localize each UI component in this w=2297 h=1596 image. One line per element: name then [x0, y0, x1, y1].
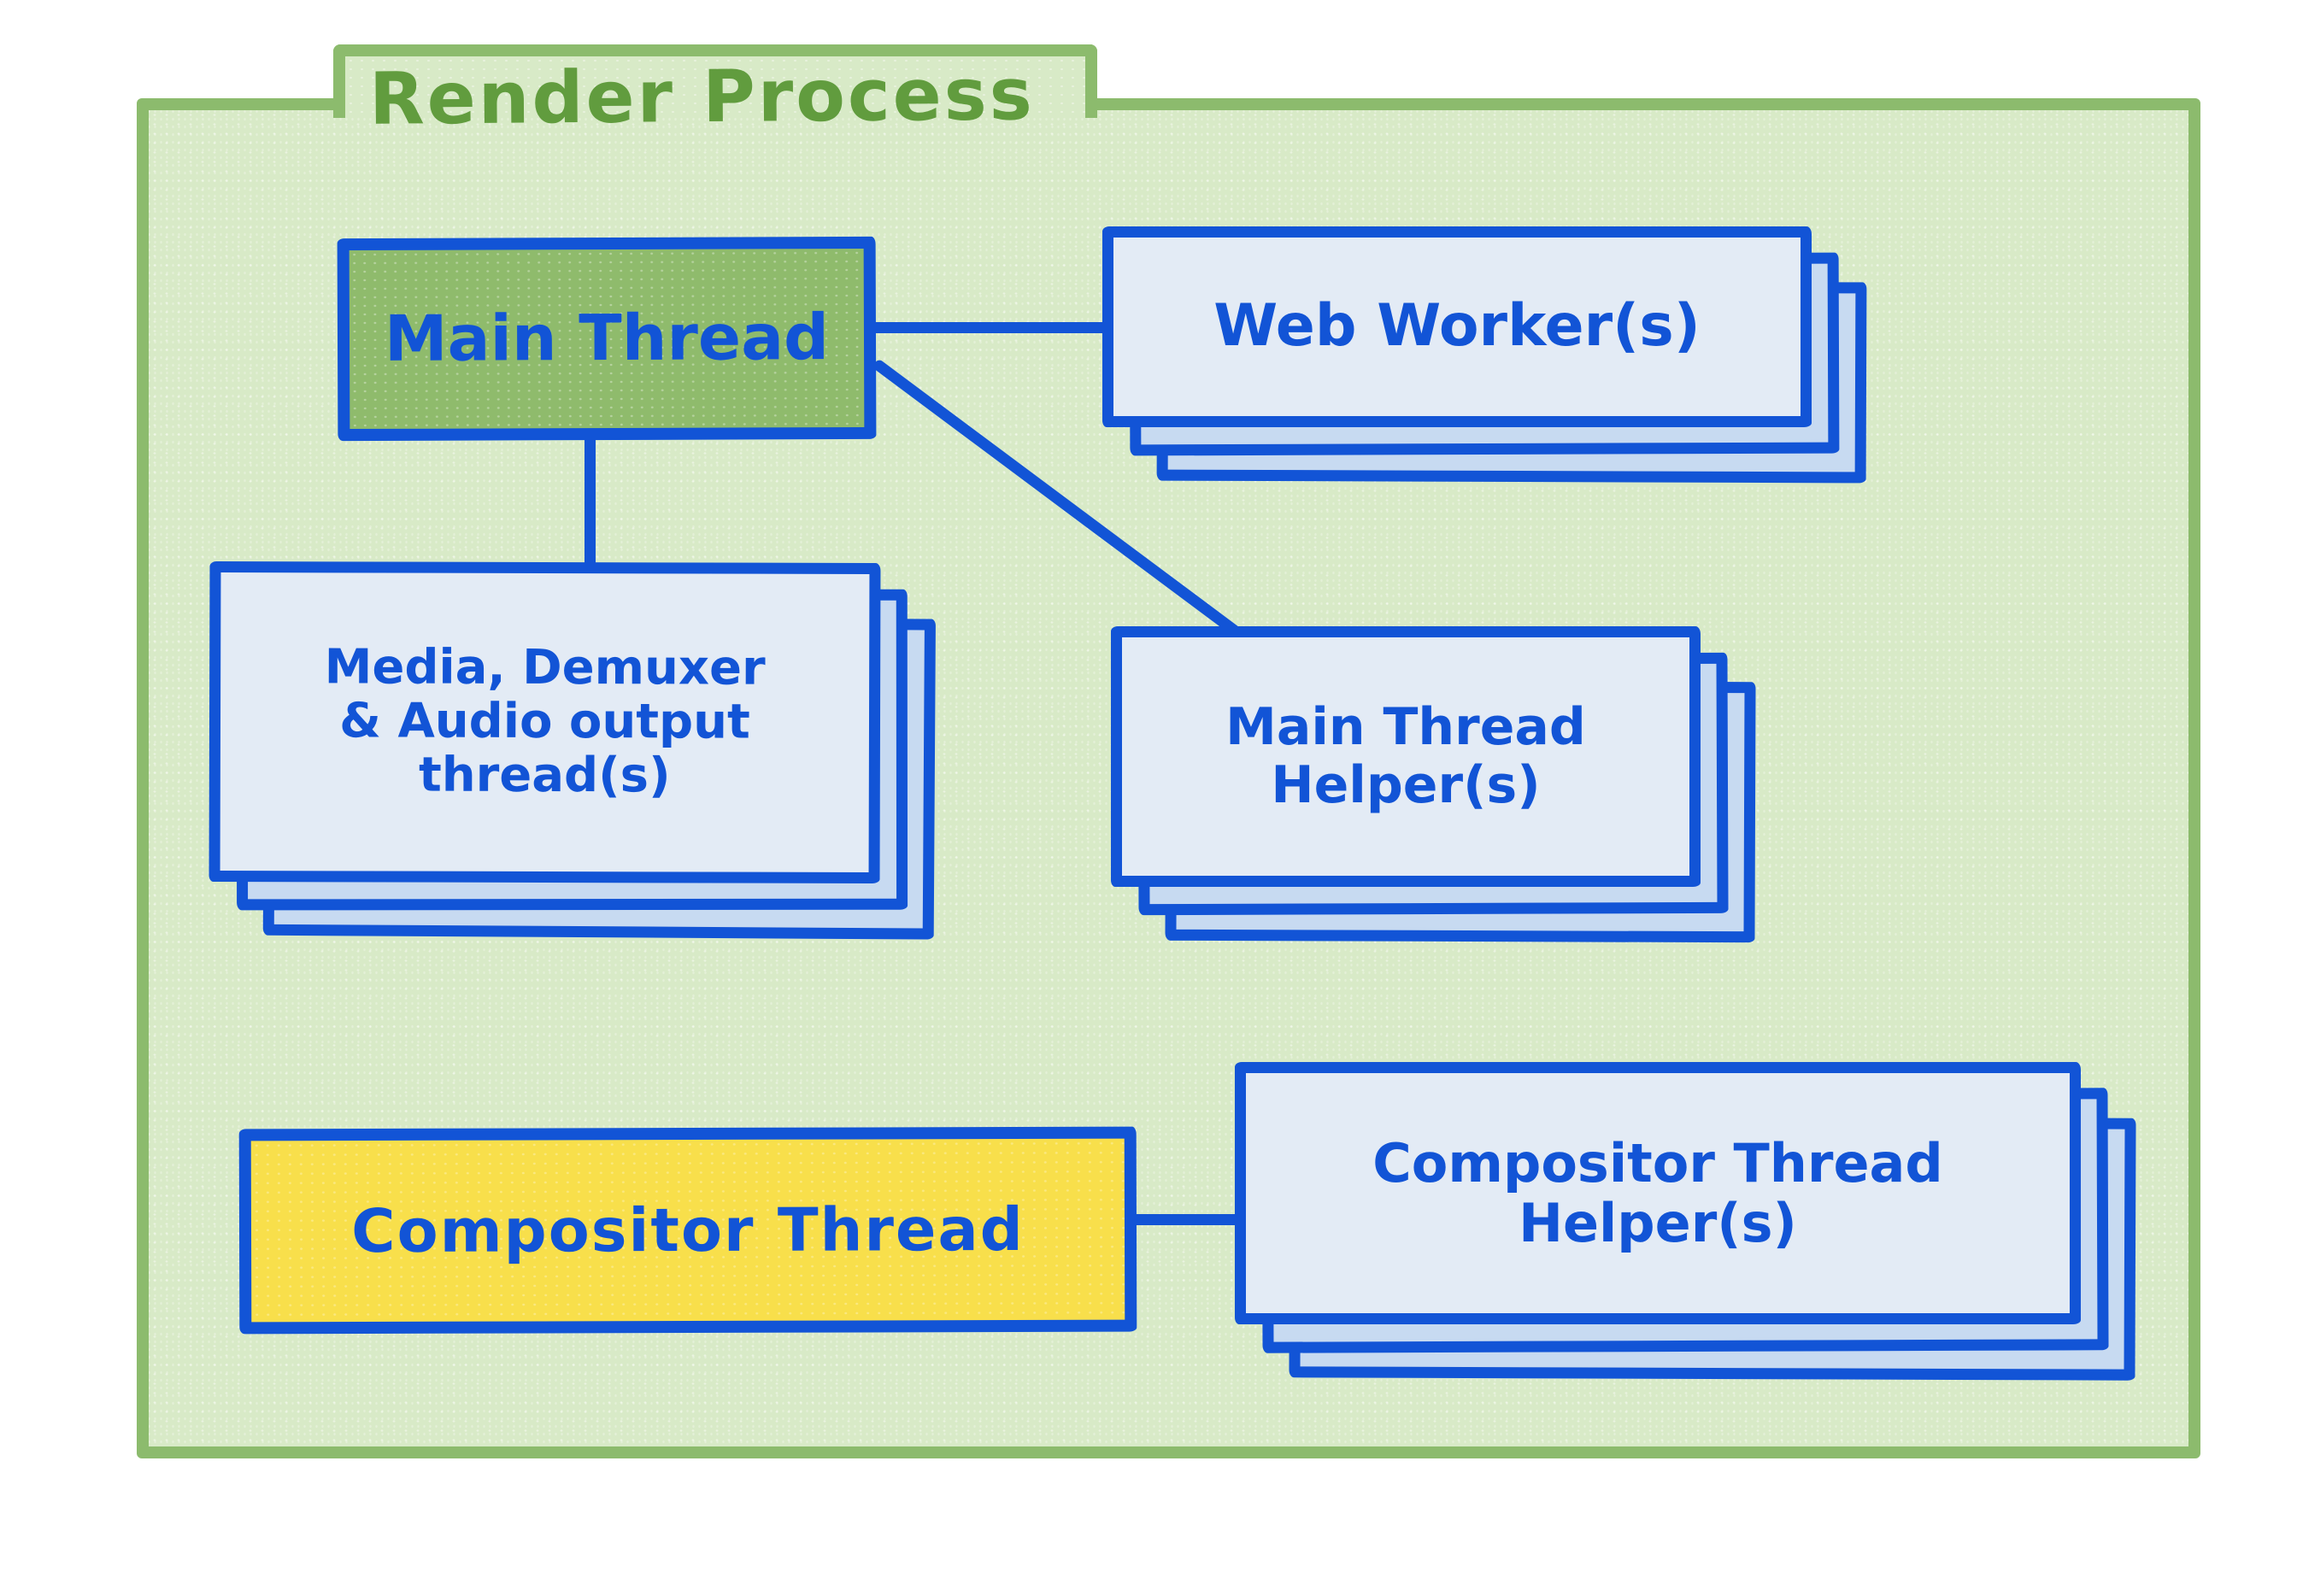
- media-threads-box: Media, Demuxer & Audio output thread(s): [209, 560, 881, 884]
- main-thread-helpers-box: Main Thread Helper(s): [1111, 626, 1701, 887]
- node-label: Web Worker(s): [1213, 292, 1701, 361]
- label-line: Media, Demuxer: [324, 639, 766, 697]
- connector-main-thread-to-web-workers: [870, 322, 1107, 333]
- main-thread-box: Main Thread: [337, 236, 877, 442]
- node-compositor-thread: Compositor Thread: [238, 1126, 1137, 1335]
- node-label: Compositor Thread: [351, 1194, 1025, 1266]
- label-line: Compositor Thread: [1372, 1132, 1943, 1195]
- label-line: thread(s): [418, 747, 671, 804]
- label-line: Helper(s): [1519, 1191, 1797, 1254]
- node-main-thread: Main Thread: [337, 236, 877, 442]
- node-main-thread-helpers: Main Thread Helper(s): [1111, 626, 1756, 943]
- diagram-title: Render Process: [368, 52, 1036, 141]
- node-compositor-thread-helpers: Compositor Thread Helper(s): [1235, 1062, 2136, 1381]
- node-label: Compositor Thread Helper(s): [1372, 1134, 1943, 1253]
- node-label: Media, Demuxer & Audio output thread(s): [324, 639, 766, 804]
- label-line: Helper(s): [1271, 754, 1541, 815]
- connector-compositor-thread-to-helpers: [1131, 1214, 1241, 1225]
- web-workers-box: Web Worker(s): [1102, 226, 1812, 427]
- label-line: Main Thread: [1225, 697, 1586, 758]
- node-media-threads: Media, Demuxer & Audio output thread(s): [209, 560, 936, 940]
- label-line: & Audio output: [339, 693, 750, 750]
- compositor-thread-helpers-box: Compositor Thread Helper(s): [1235, 1062, 2081, 1324]
- render-process-folder-tab: [333, 44, 1097, 118]
- compositor-thread-box: Compositor Thread: [238, 1126, 1137, 1335]
- connector-main-thread-to-media-threads: [585, 434, 596, 569]
- node-web-workers: Web Worker(s): [1102, 226, 1867, 484]
- node-label: Main Thread Helper(s): [1225, 699, 1586, 813]
- node-label: Main Thread: [384, 301, 830, 376]
